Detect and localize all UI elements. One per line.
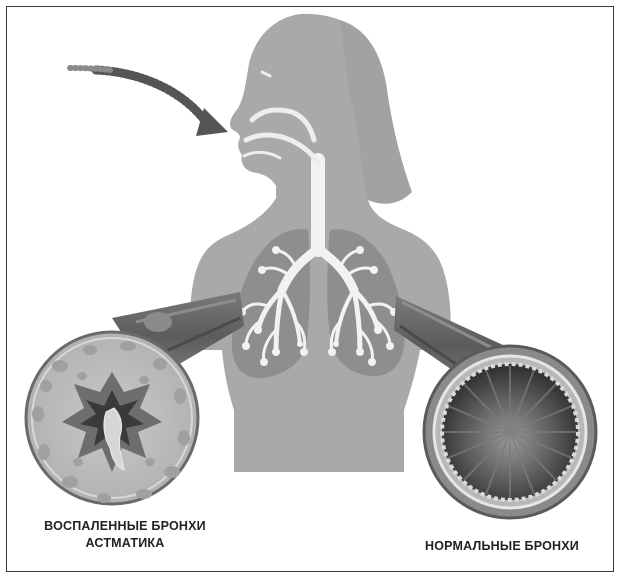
inflamed-bronchi-label: ВОСПАЛЕННЫЕ БРОНХИ АСТМАТИКА [10,518,240,552]
airflow-arrow-icon [70,68,228,136]
inflamed-label-line2: АСТМАТИКА [10,535,240,552]
normal-bronchi-label: НОРМАЛЬНЫЕ БРОНХИ [392,538,612,555]
inflamed-label-line1: ВОСПАЛЕННЫЕ БРОНХИ [10,518,240,535]
normal-bronchus-cross-section [424,346,596,518]
inflamed-bronchus-cross-section [26,332,198,504]
